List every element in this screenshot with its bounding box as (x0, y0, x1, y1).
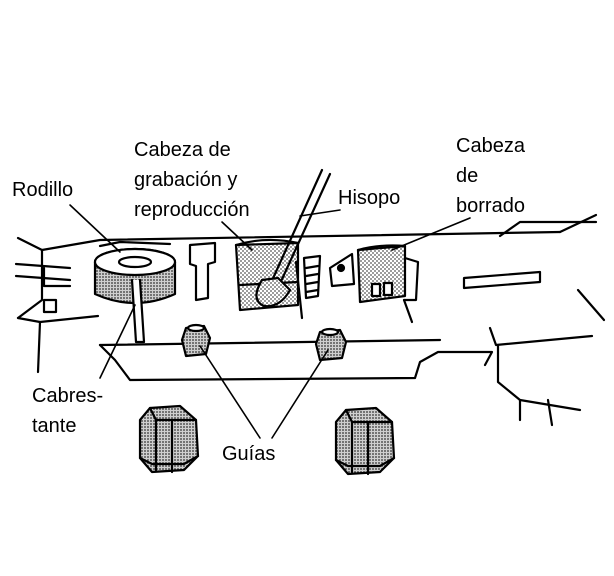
foot-left (138, 404, 200, 474)
deck-frame (16, 213, 606, 427)
label-cabeza-borrado-line1: Cabeza (456, 135, 525, 157)
label-hisopo: Hisopo (338, 187, 401, 209)
label-cabeza-grabacion-line1: Cabeza de (134, 139, 231, 161)
erase-head (328, 244, 420, 324)
tape-guide-post (188, 241, 217, 302)
guide-small-right (314, 327, 348, 362)
label-cabeza-grabacion-line2: grabación y (134, 169, 238, 191)
leader-lines (69, 204, 471, 439)
capstan (130, 278, 146, 344)
left-rod (14, 262, 72, 314)
cotton-swab (255, 168, 332, 308)
label-cabeza-borrado-line3: borrado (456, 195, 525, 217)
label-cabeza-grabacion-line3: reproducción (134, 199, 250, 221)
label-cabeza-borrado-line2: de (456, 165, 479, 187)
tension-spring (294, 254, 322, 320)
pinch-roller (93, 240, 177, 305)
label-guias: Guías (222, 443, 276, 465)
label-cabrestante-line2: tante (32, 415, 77, 437)
label-rodillo: Rodillo (12, 179, 74, 201)
guide-small-left (180, 323, 212, 358)
foot-right (334, 406, 396, 476)
label-cabrestante-line1: Cabres- (32, 385, 104, 407)
